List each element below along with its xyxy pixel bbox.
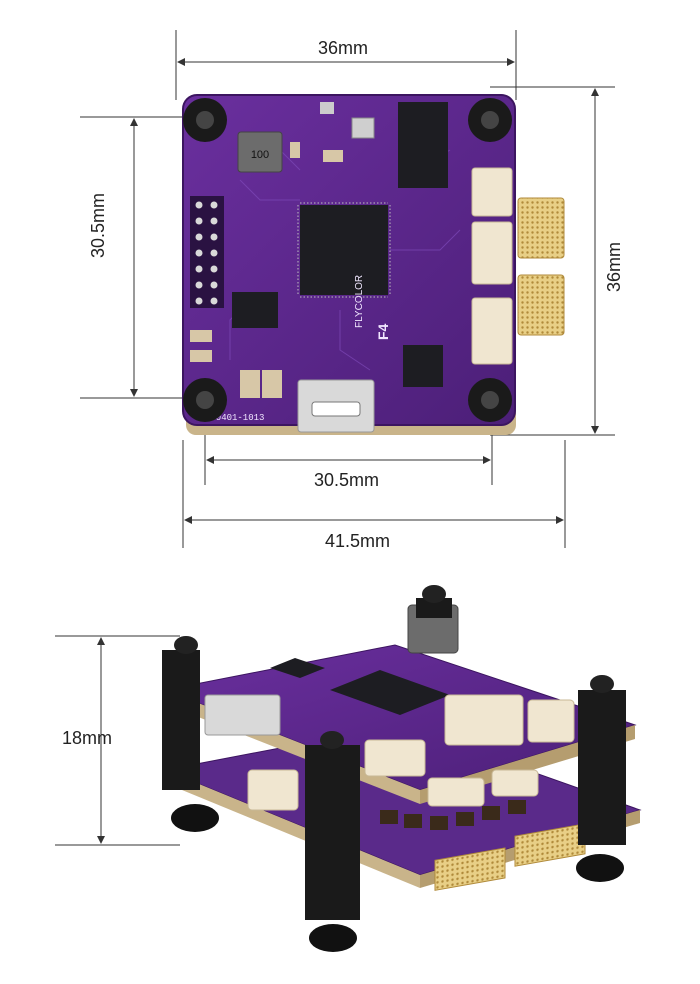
standoff-top-right	[468, 98, 512, 142]
standoff-bottom-right	[468, 378, 512, 422]
side-standoff-front-center	[305, 731, 360, 952]
barometer-chip	[398, 102, 448, 188]
esc-solder-tab-upper	[517, 197, 565, 259]
inductor	[237, 131, 283, 173]
jst-connector-2	[471, 221, 513, 285]
dim-overall-width: 41.5mm	[325, 531, 391, 551]
dim-top-width: 36mm	[318, 38, 369, 58]
esc-solder-tab-lower	[517, 274, 565, 336]
silk-brand: FLYCOLOR	[354, 275, 365, 328]
stack-side-view	[162, 585, 642, 952]
regulator-chip	[232, 292, 278, 328]
silk-model: F4	[375, 323, 391, 340]
dim-stack-height: 18mm	[62, 728, 113, 748]
crystal-oscillator	[351, 117, 375, 139]
side-usb-port	[204, 694, 281, 736]
side-standoff-right	[576, 675, 626, 882]
inductor-marking: 100	[251, 149, 269, 161]
jst-connector-1	[471, 167, 513, 217]
left-pin-header	[190, 196, 224, 308]
dim-left-hole-spacing: 30.5mm	[88, 192, 108, 258]
dim-right-height: 36mm	[604, 241, 624, 292]
dim-bottom-hole-spacing: 30.5mm	[314, 470, 380, 490]
side-mcu-chip	[330, 670, 450, 715]
silk-part-number: S00401-1013	[205, 413, 264, 423]
osd-chip	[403, 345, 443, 387]
side-standoff-front-left	[162, 636, 219, 832]
standoff-bottom-left	[183, 378, 227, 422]
top-view-board: 100	[182, 94, 565, 435]
side-standoff-back	[416, 585, 452, 618]
standoff-top-left	[183, 98, 227, 142]
mcu-chip	[300, 205, 388, 295]
jst-connector-3	[471, 297, 513, 365]
